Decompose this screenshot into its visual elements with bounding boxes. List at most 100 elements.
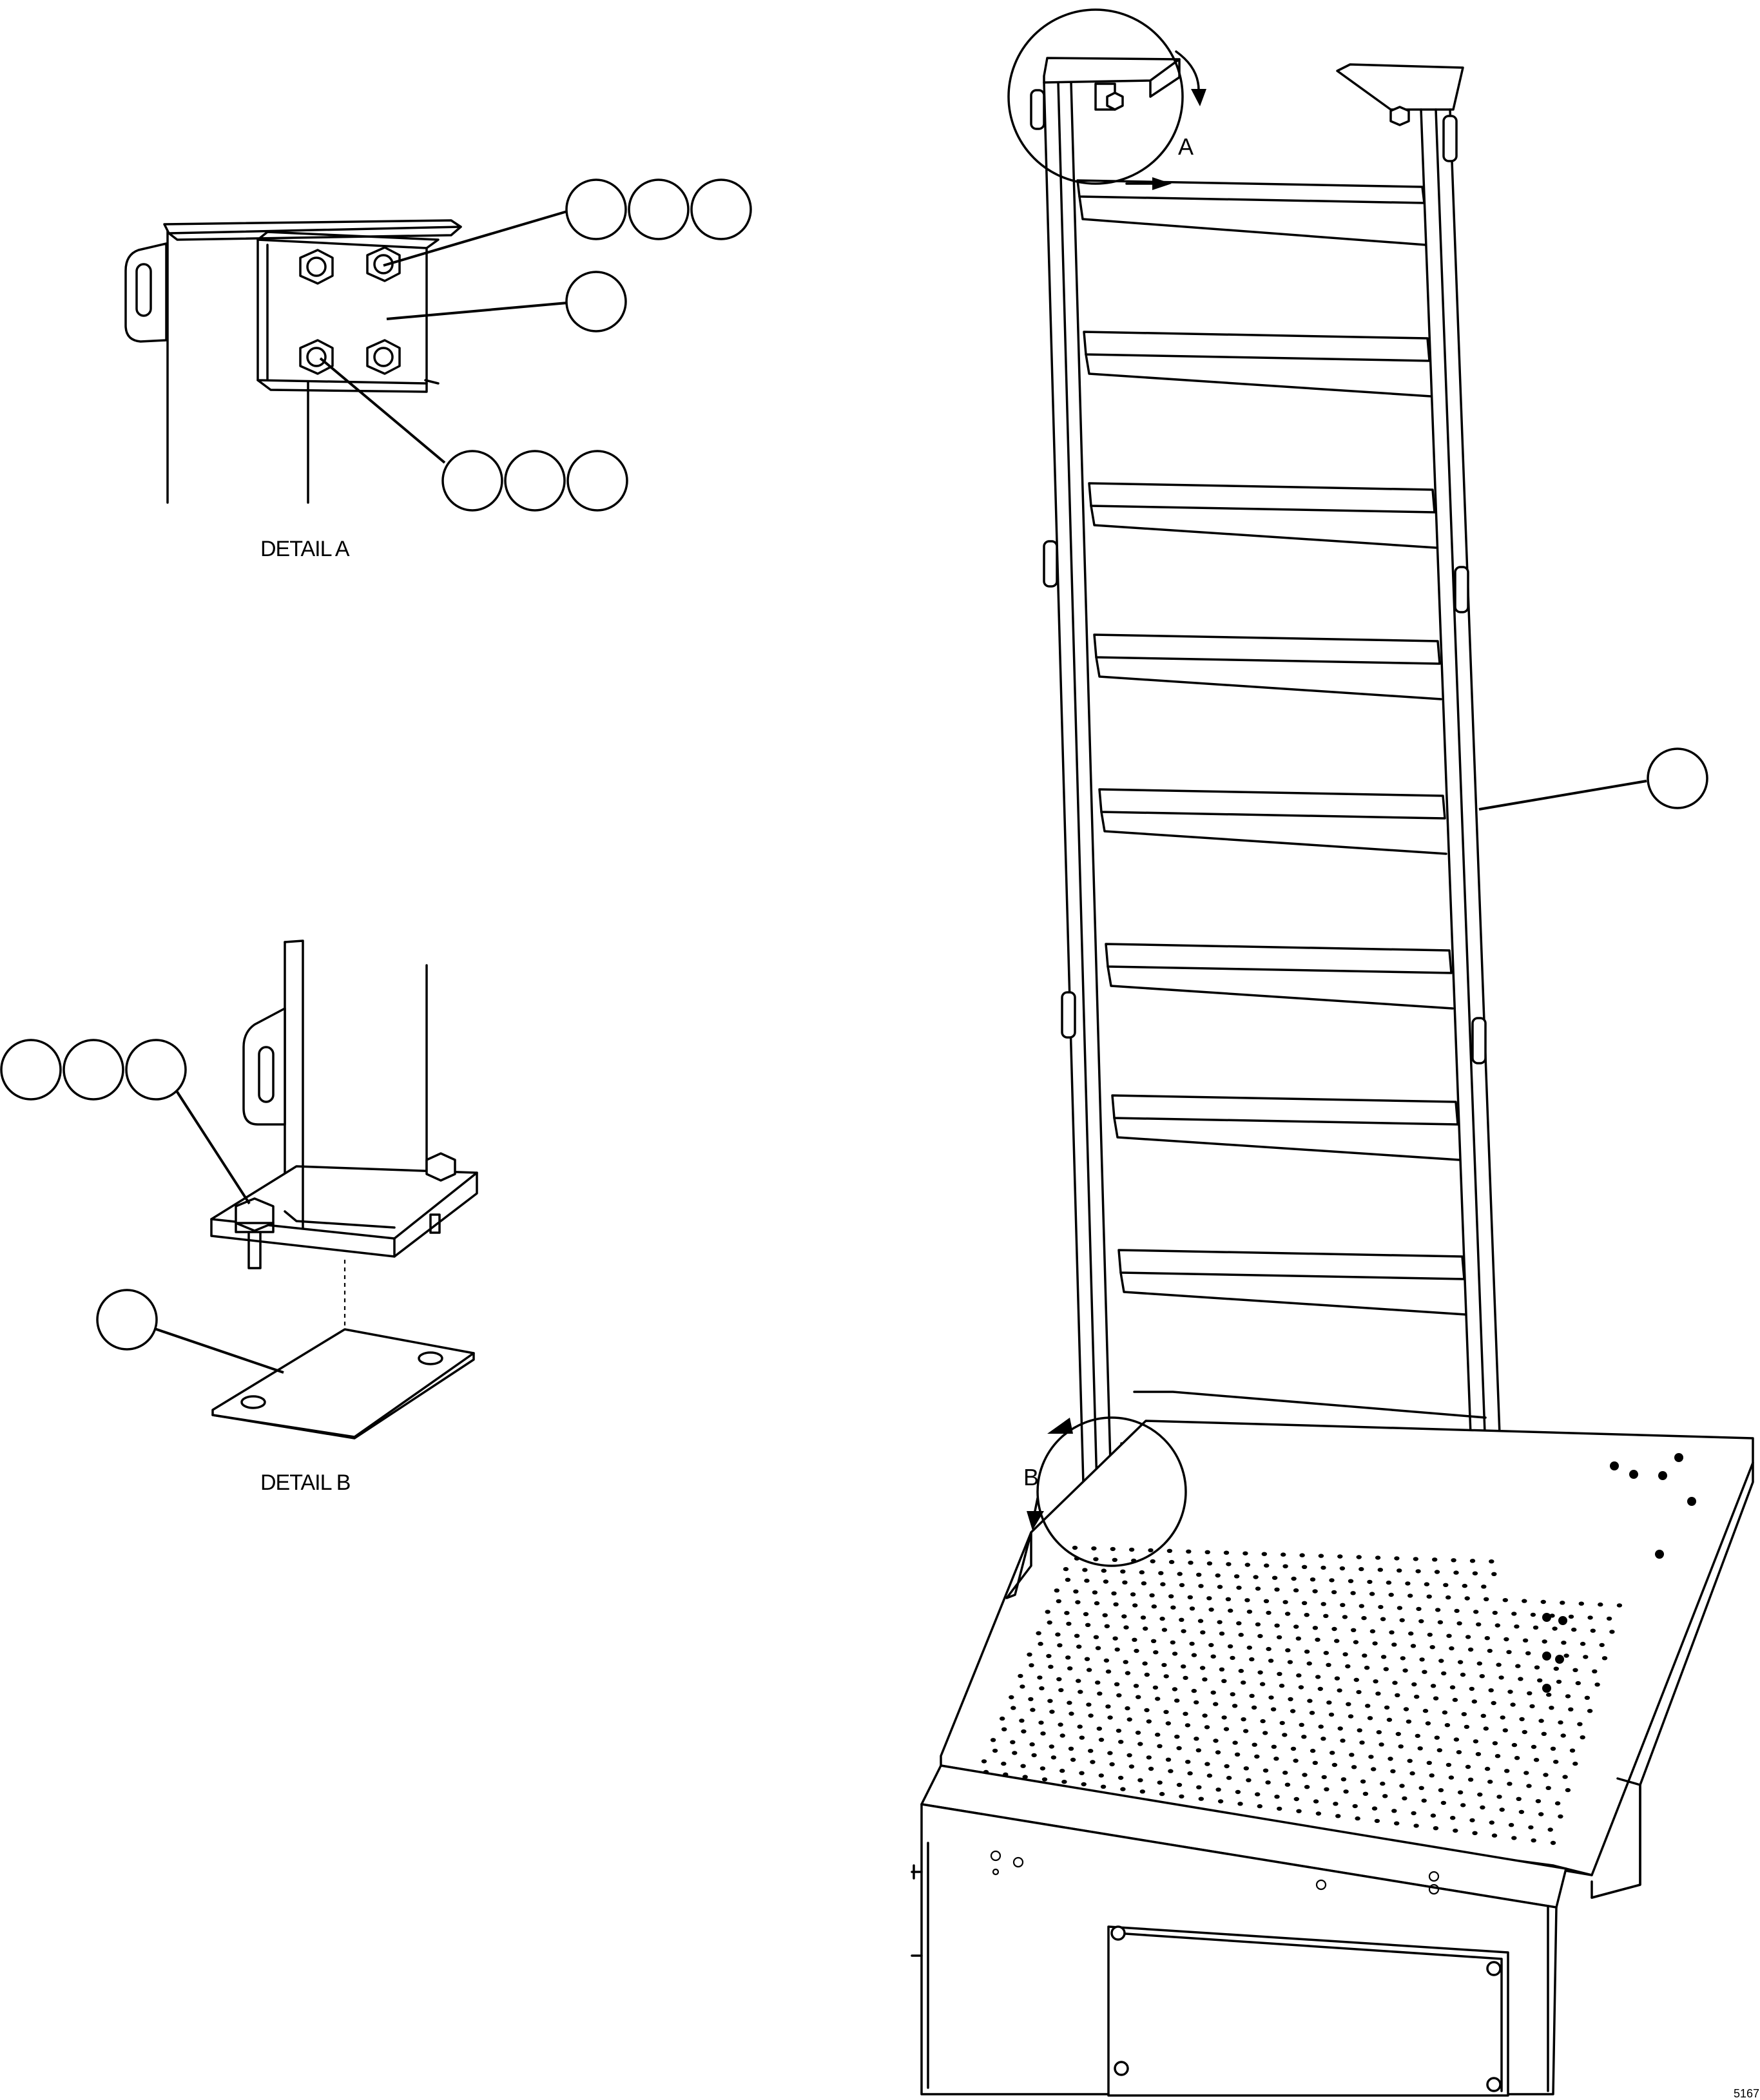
deck-hole — [1411, 1811, 1417, 1816]
deck-hole — [1172, 1687, 1178, 1691]
callout-balloon — [1647, 747, 1708, 809]
deck-hole — [1104, 1624, 1110, 1628]
deck-hole — [1206, 1773, 1213, 1778]
deck-hole — [1261, 1552, 1268, 1556]
deck-hole — [1307, 1699, 1313, 1703]
deck-hole — [1243, 1551, 1248, 1556]
deck-hole — [1137, 1778, 1143, 1782]
deck-hole — [1549, 1706, 1554, 1710]
deck-hole — [1110, 1546, 1116, 1552]
deck-hole — [1451, 1558, 1456, 1563]
deck-hole — [1219, 1667, 1225, 1671]
deck-hole — [1500, 1715, 1505, 1720]
deck-hole — [1118, 1740, 1124, 1744]
deck-hole — [1059, 1768, 1065, 1773]
ladder-rung — [1098, 788, 1447, 855]
deck-hole — [1128, 1764, 1135, 1769]
deck-hole — [1306, 1661, 1312, 1666]
deck-hole — [1315, 1675, 1321, 1679]
deck-hole — [1441, 1671, 1447, 1676]
deck-hole — [1330, 1751, 1335, 1755]
deck-hole — [1556, 1679, 1562, 1684]
deck-hole — [1342, 1615, 1348, 1619]
deck-hole — [1328, 1712, 1335, 1717]
deck-hole — [1030, 1708, 1036, 1712]
deck-hole — [1284, 1782, 1291, 1787]
deck-hole — [1301, 1601, 1308, 1605]
deck-hole — [1587, 1709, 1593, 1713]
ladder-rung — [1083, 331, 1432, 398]
deck-hole — [1262, 1768, 1269, 1773]
deck-hole — [1301, 1565, 1308, 1569]
deck-hole — [1483, 1726, 1489, 1731]
deck-hole — [1277, 1671, 1282, 1676]
callout-balloon — [63, 1039, 124, 1101]
deck-hole — [1148, 1548, 1154, 1553]
deck-hole — [1519, 1717, 1525, 1722]
deck-hole — [1553, 1760, 1559, 1764]
deck-hole — [1508, 1823, 1514, 1827]
deck-hole — [1213, 1702, 1219, 1706]
deck-hole — [1273, 1757, 1279, 1761]
deck-hole — [1583, 1655, 1589, 1659]
deck-hole — [1235, 1789, 1241, 1795]
deck-hole — [1577, 1722, 1583, 1726]
deck-hole — [1068, 1746, 1074, 1751]
deck-hole — [1496, 1795, 1502, 1799]
deck-hole — [1533, 1758, 1540, 1762]
detail-b-bolt — [235, 1197, 275, 1269]
deck-hole — [1537, 1678, 1543, 1682]
deck-hole — [1120, 1569, 1126, 1574]
deck-hole — [1219, 1632, 1225, 1636]
deck-hole — [1488, 1688, 1494, 1693]
deck-hole — [1362, 1653, 1368, 1658]
callout-balloon — [125, 1039, 187, 1101]
deck-hole — [1290, 1709, 1296, 1713]
deck-hole — [1227, 1644, 1233, 1649]
deck-hole — [1223, 1550, 1230, 1555]
deck-hole — [1074, 1633, 1080, 1638]
deck-hole — [1481, 1585, 1487, 1589]
deck-hole — [1386, 1717, 1393, 1722]
deck-hole — [1538, 1812, 1544, 1816]
deck-hole — [1391, 1642, 1397, 1647]
deck-hole — [1375, 1556, 1381, 1560]
deck-hole — [1427, 1632, 1433, 1637]
deck-hole — [1353, 1677, 1359, 1682]
deck-hole — [1001, 1761, 1007, 1766]
deck-hole — [1038, 1641, 1043, 1646]
deck-hole — [1437, 1620, 1444, 1624]
deck-hole — [1058, 1722, 1063, 1727]
ladder-rung — [1111, 1094, 1460, 1161]
deck-hole — [1244, 1563, 1251, 1567]
stringer-tab — [1061, 991, 1076, 1039]
deck-hole — [1487, 1779, 1493, 1784]
deck-hole — [1565, 1787, 1571, 1793]
deck-hole — [1435, 1608, 1441, 1612]
deck-hole — [1616, 1603, 1623, 1608]
deck-hole — [983, 1769, 989, 1775]
deck-hole — [1413, 1557, 1418, 1561]
deck-hole — [1469, 1686, 1475, 1691]
deck-hole — [1148, 1766, 1154, 1771]
deck-hole — [1529, 1704, 1535, 1709]
deck-hole — [1367, 1716, 1373, 1720]
deck-hole — [1191, 1653, 1197, 1657]
deck-hole — [1360, 1779, 1366, 1784]
deck-hole — [1320, 1565, 1326, 1570]
deck-hole — [1413, 1824, 1419, 1828]
deck-hole — [1018, 1673, 1023, 1679]
deck-hole — [1335, 1814, 1341, 1818]
deck-hole — [1259, 1682, 1266, 1686]
deck-hole — [1166, 1548, 1173, 1553]
deck-hole — [1254, 1754, 1260, 1759]
deck-hole — [1348, 1714, 1354, 1719]
deck-hole — [1163, 1674, 1169, 1679]
deck-hole — [1056, 1599, 1062, 1604]
deck-hole — [1584, 1695, 1591, 1700]
deck-hole — [1146, 1719, 1152, 1724]
deck-hole — [1550, 1840, 1556, 1845]
deck-hole — [1453, 1828, 1458, 1833]
deck-hole — [1217, 1585, 1223, 1589]
deck-hole — [1039, 1686, 1045, 1691]
